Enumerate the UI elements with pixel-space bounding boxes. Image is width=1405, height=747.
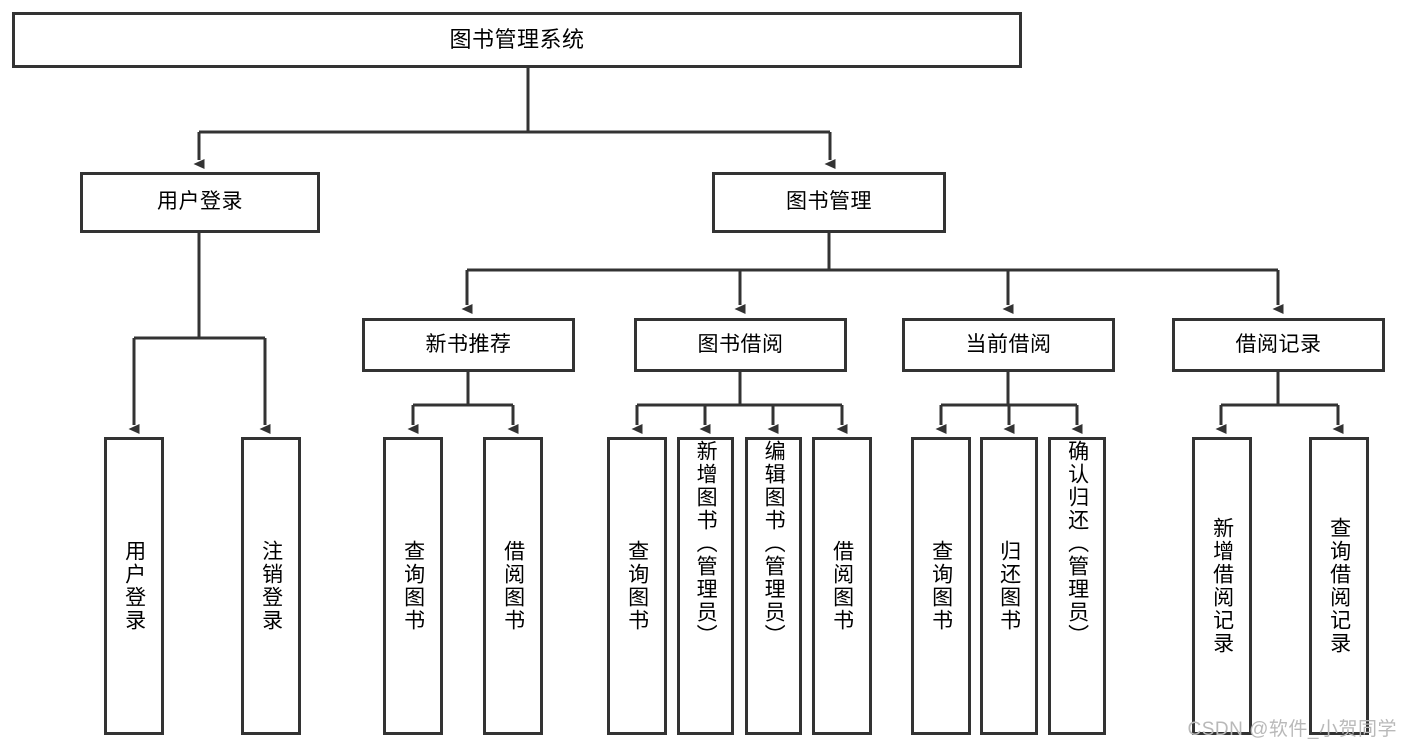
- leaf-query-borrow-record[interactable]: 查询借阅记录: [1309, 437, 1369, 735]
- node-label: 当前借阅: [965, 332, 1052, 356]
- leaf-return-book[interactable]: 归还图书: [980, 437, 1038, 735]
- node-label: 用户登录: [157, 190, 243, 214]
- node-borrow-record[interactable]: 借阅记录: [1172, 318, 1385, 372]
- leaf-label: 注销登录: [259, 540, 283, 632]
- leaf-label: 查询图书: [929, 540, 953, 632]
- csdn-watermark: CSDN @软件_小贺同学: [1187, 719, 1397, 740]
- leaf-label: 查询图书: [625, 540, 649, 632]
- node-book-management[interactable]: 图书管理: [712, 172, 946, 233]
- leaf-user-login[interactable]: 用户登录: [104, 437, 164, 735]
- leaf-label: 新增借阅记录: [1210, 517, 1234, 655]
- node-label: 图书借阅: [697, 332, 784, 356]
- leaf-add-book-admin[interactable]: 新增图书（管理员）: [677, 437, 734, 735]
- leaf-label: 编辑图书（管理员）: [762, 440, 786, 647]
- node-user-login[interactable]: 用户登录: [80, 172, 320, 233]
- node-label: 借阅记录: [1235, 332, 1322, 356]
- node-label: 图书管理系统: [449, 27, 585, 53]
- leaf-label: 用户登录: [122, 540, 146, 632]
- leaf-logout[interactable]: 注销登录: [241, 437, 301, 735]
- leaf-label: 归还图书: [997, 540, 1021, 632]
- leaf-label: 新增图书（管理员）: [694, 440, 718, 647]
- node-new-book-recommend[interactable]: 新书推荐: [362, 318, 575, 372]
- node-current-borrow[interactable]: 当前借阅: [902, 318, 1115, 372]
- leaf-add-borrow-record[interactable]: 新增借阅记录: [1192, 437, 1252, 735]
- leaf-label: 查询借阅记录: [1327, 517, 1351, 655]
- leaf-edit-book-admin[interactable]: 编辑图书（管理员）: [745, 437, 802, 735]
- node-label: 新书推荐: [425, 332, 512, 356]
- leaf-label: 借阅图书: [501, 540, 525, 632]
- leaf-borrow-book-recommend[interactable]: 借阅图书: [483, 437, 543, 735]
- leaf-query-book-current[interactable]: 查询图书: [911, 437, 971, 735]
- leaf-query-book-recommend[interactable]: 查询图书: [383, 437, 443, 735]
- leaf-label: 借阅图书: [830, 540, 854, 632]
- node-book-borrow[interactable]: 图书借阅: [634, 318, 847, 372]
- leaf-confirm-return-admin[interactable]: 确认归还（管理员）: [1048, 437, 1106, 735]
- node-root-system[interactable]: 图书管理系统: [12, 12, 1022, 68]
- leaf-label: 查询图书: [401, 540, 425, 632]
- leaf-label: 确认归还（管理员）: [1065, 440, 1089, 647]
- leaf-borrow-book[interactable]: 借阅图书: [812, 437, 872, 735]
- leaf-query-book-borrow[interactable]: 查询图书: [607, 437, 667, 735]
- node-label: 图书管理: [786, 190, 872, 214]
